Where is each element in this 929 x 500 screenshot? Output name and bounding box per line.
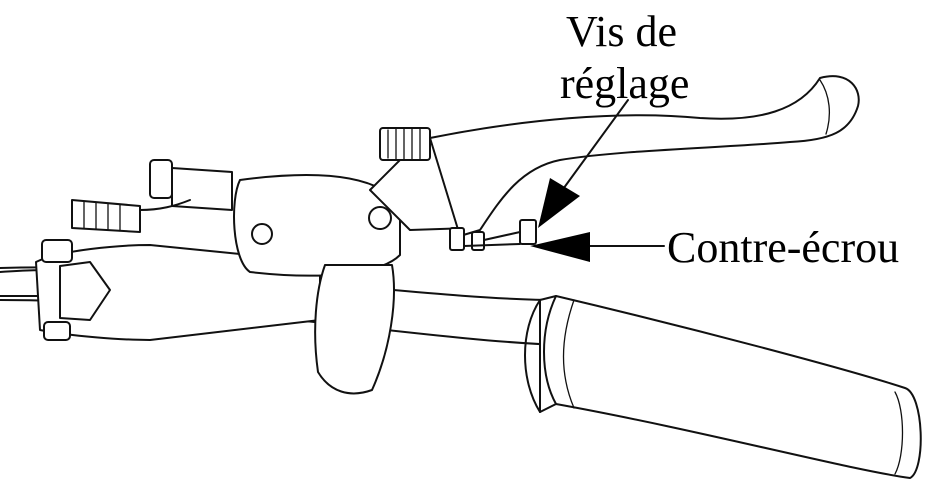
lever-perch xyxy=(35,173,401,395)
adjust-screw-label-line1: Vis de xyxy=(566,7,678,56)
clutch-lever xyxy=(429,75,860,237)
locknut-label: Contre-écrou xyxy=(667,223,900,272)
adjust-screw-label-line2: réglage xyxy=(560,59,690,108)
handlebar-grip xyxy=(524,295,922,479)
hose-fittings xyxy=(71,159,233,233)
adjuster-assembly xyxy=(449,219,537,251)
callout-arrows xyxy=(530,99,665,262)
